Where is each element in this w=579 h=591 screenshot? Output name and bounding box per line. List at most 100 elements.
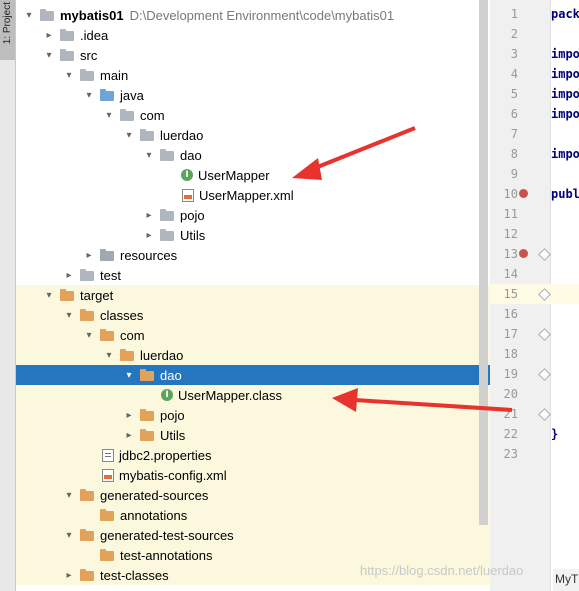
folder-icon xyxy=(40,8,56,22)
tree-item-label: UserMapper.class xyxy=(178,387,283,403)
chevron-down-icon[interactable]: ▾ xyxy=(66,69,72,81)
chevron-down-icon[interactable]: ▾ xyxy=(146,149,152,161)
code-line[interactable]: } xyxy=(551,427,559,441)
tree-item-mybatis-config-xml[interactable]: mybatis-config.xml xyxy=(16,465,490,485)
folder-icon xyxy=(80,568,96,582)
chevron-down-icon[interactable]: ▾ xyxy=(86,89,92,101)
xml-file-icon xyxy=(102,468,114,482)
folder-icon xyxy=(80,68,96,82)
tree-item-utils[interactable]: ▸ Utils xyxy=(16,225,490,245)
package-icon xyxy=(140,128,156,142)
line-number: 17 xyxy=(503,327,518,341)
tree-item-dao[interactable]: ▾dao xyxy=(16,145,490,165)
chevron-right-icon[interactable]: ▸ xyxy=(66,569,72,581)
chevron-down-icon[interactable]: ▾ xyxy=(66,309,72,321)
project-tool-tab[interactable]: 1: Project xyxy=(0,0,15,60)
tree-item-pojo[interactable]: ▸ pojo xyxy=(16,405,490,425)
folder-icon xyxy=(60,48,76,62)
tree-item-jdbc2-properties[interactable]: jdbc2.properties xyxy=(16,445,490,465)
tree-item-generated-sources[interactable]: ▾generated-sources xyxy=(16,485,490,505)
bottom-tab[interactable]: MyT xyxy=(553,569,579,591)
tree-item-label: target xyxy=(80,287,114,303)
tree-item-label: mybatis-config.xml xyxy=(119,467,227,483)
tool-window-strip: 1: Project xyxy=(0,0,16,591)
tree-item-label: resources xyxy=(120,247,178,263)
code-line[interactable]: impo xyxy=(551,147,579,161)
code-line[interactable]: impo xyxy=(551,87,579,101)
tree-item-test-annotations[interactable]: test-annotations xyxy=(16,545,490,565)
code-line[interactable]: publ xyxy=(551,187,579,201)
package-icon xyxy=(160,208,176,222)
code-line[interactable]: impo xyxy=(551,107,579,121)
line-number: 2 xyxy=(510,27,518,41)
chevron-right-icon[interactable]: ▸ xyxy=(126,429,132,441)
tree-item-label: annotations xyxy=(120,507,188,523)
folder-icon xyxy=(80,528,96,542)
tree-item-com[interactable]: ▾ com xyxy=(16,325,490,345)
chevron-right-icon[interactable]: ▸ xyxy=(146,209,152,221)
tree-scrollbar[interactable] xyxy=(479,0,488,525)
line-number: 15 xyxy=(503,287,518,301)
tree-item-label: generated-test-sources xyxy=(100,527,234,543)
tree-item-resources[interactable]: ▸ resources xyxy=(16,245,490,265)
tree-item-label: Utils xyxy=(180,227,206,243)
code-line[interactable]: impo xyxy=(551,47,579,61)
code-line[interactable]: impo xyxy=(551,67,579,81)
tree-item-src[interactable]: ▾src xyxy=(16,45,490,65)
chevron-down-icon[interactable]: ▾ xyxy=(126,129,132,141)
chevron-down-icon[interactable]: ▾ xyxy=(66,489,72,501)
chevron-down-icon[interactable]: ▾ xyxy=(26,9,32,21)
tree-item-label: luerdao xyxy=(160,127,204,143)
chevron-down-icon[interactable]: ▾ xyxy=(46,289,52,301)
folder-icon xyxy=(100,248,116,262)
chevron-right-icon[interactable]: ▸ xyxy=(126,409,132,421)
run-gutter-icon[interactable] xyxy=(519,249,528,258)
tree-item-pojo[interactable]: ▸ pojo xyxy=(16,205,490,225)
chevron-down-icon[interactable]: ▾ xyxy=(46,49,52,61)
tree-item--idea[interactable]: ▸ .idea xyxy=(16,25,490,45)
chevron-right-icon[interactable]: ▸ xyxy=(146,229,152,241)
chevron-down-icon[interactable]: ▾ xyxy=(106,349,112,361)
chevron-down-icon[interactable]: ▾ xyxy=(106,109,112,121)
chevron-right-icon[interactable]: ▸ xyxy=(86,249,92,261)
package-icon xyxy=(160,148,176,162)
tree-item-test-classes[interactable]: ▸ test-classes xyxy=(16,565,490,585)
tree-item-target[interactable]: ▾ target xyxy=(16,285,490,305)
xml-file-icon xyxy=(182,188,194,202)
tree-item-usermapper-xml[interactable]: UserMapper.xml xyxy=(16,185,490,205)
code-line[interactable]: pack xyxy=(551,7,579,21)
tree-item-generated-test-sources[interactable]: ▾ generated-test-sources xyxy=(16,525,490,545)
tree-item-java[interactable]: ▾java xyxy=(16,85,490,105)
line-number: 5 xyxy=(510,87,518,101)
tree-item-utils[interactable]: ▸ Utils xyxy=(16,425,490,445)
chevron-down-icon[interactable]: ▾ xyxy=(66,529,72,541)
tree-item-com[interactable]: ▾com xyxy=(16,105,490,125)
tree-item-annotations[interactable]: annotations xyxy=(16,505,490,525)
tree-item-classes[interactable]: ▾classes xyxy=(16,305,490,325)
tree-item-test[interactable]: ▸test xyxy=(16,265,490,285)
tree-item-luerdao[interactable]: ▾luerdao xyxy=(16,345,490,365)
tree-item-main[interactable]: ▾main xyxy=(16,65,490,85)
chevron-down-icon[interactable]: ▾ xyxy=(86,329,92,341)
tree-item-label: pojo xyxy=(180,207,205,223)
tree-item-label: pojo xyxy=(160,407,185,423)
tree-item-label: .idea xyxy=(80,27,109,43)
chevron-right-icon[interactable]: ▸ xyxy=(66,269,72,281)
tree-item-label: com xyxy=(120,327,145,343)
tree-item-label: Utils xyxy=(160,427,186,443)
tree-item-dao[interactable]: ▾dao xyxy=(16,365,490,385)
module-path: D:\Development Environment\code\mybatis0… xyxy=(129,7,395,23)
tree-item-luerdao[interactable]: ▾ luerdao xyxy=(16,125,490,145)
chevron-down-icon[interactable]: ▾ xyxy=(126,369,132,381)
properties-file-icon xyxy=(102,448,114,462)
folder-icon xyxy=(100,88,116,102)
line-number: 12 xyxy=(503,227,518,241)
tree-item-label: test-classes xyxy=(100,567,169,583)
chevron-right-icon[interactable]: ▸ xyxy=(46,29,52,41)
run-gutter-icon[interactable] xyxy=(519,189,528,198)
folder-icon xyxy=(60,288,76,302)
